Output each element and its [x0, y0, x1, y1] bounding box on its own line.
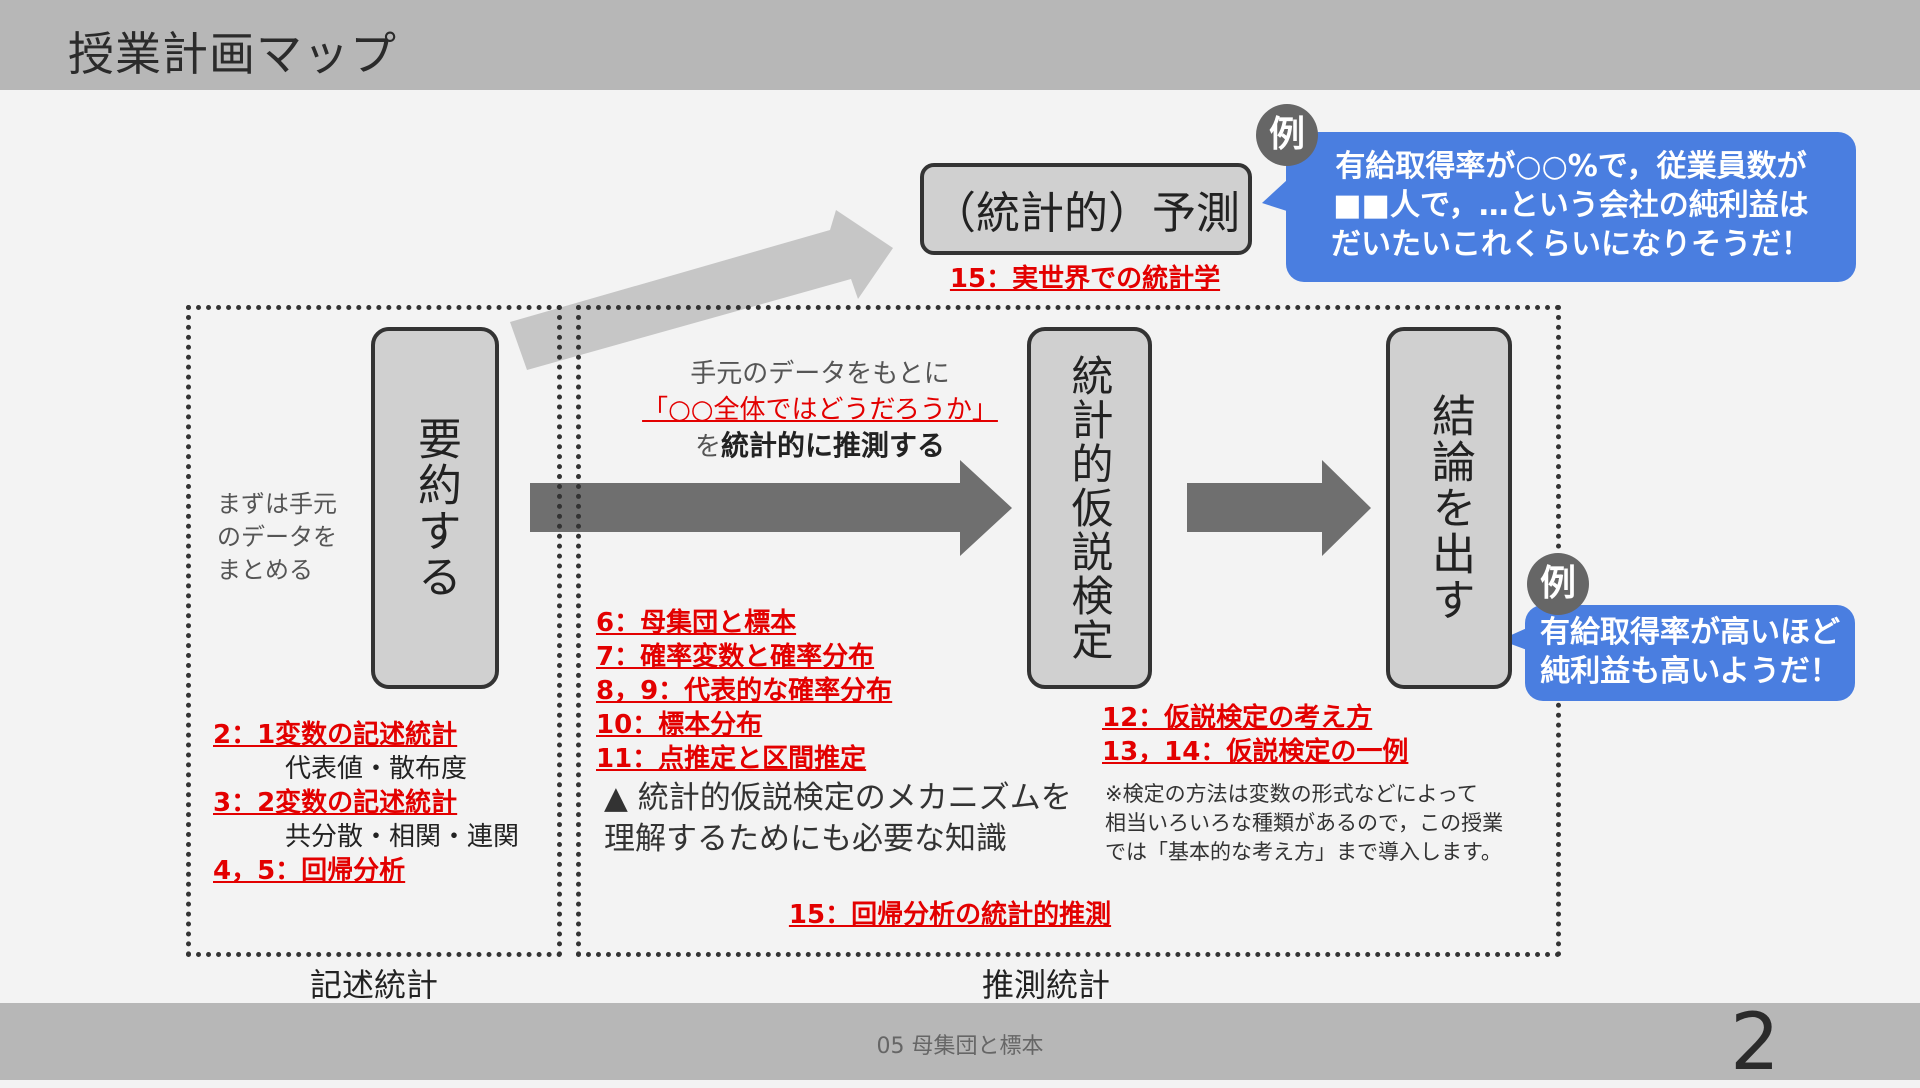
prediction-arrow [510, 210, 893, 370]
bubble-right-tail [1500, 628, 1527, 650]
summarize-note-line: まずは手元 [217, 490, 337, 518]
caption-bold: 統計的に推測する [721, 429, 946, 462]
mechanism-note: ▲ 統計的仮説検定のメカニズムを 理解するためにも必要な知識 [604, 778, 1094, 860]
mechanism-note-line: 理解するためにも必要な知識 [604, 821, 1007, 857]
bubble-top-line-2: ■■人で，…という会社の純利益は [1333, 188, 1809, 223]
inference-lessons: 6：母集団と標本 7：確率変数と確率分布 8，9：代表的な確率分布 10：標本分… [596, 606, 996, 776]
lesson-item: 6：母集団と標本 [596, 608, 797, 638]
regression-inference-lesson: 15：回帰分析の統計的推測 [788, 900, 1112, 930]
lesson-item: 12：仮説検定の考え方 [1102, 703, 1373, 733]
summarize-note-line: まとめる [217, 556, 313, 584]
prediction-box: （統計的）予測 [920, 163, 1252, 255]
inference-caption: 手元のデータをもとに 「○○全体ではどうだろうか」 を統計的に推測する [600, 356, 1040, 465]
page-number: 2 [1730, 998, 1780, 1088]
prediction-lesson: 15：実世界での統計学 [949, 264, 1221, 294]
hypothesis-test-label: 統計的仮説検定 [1065, 354, 1114, 662]
bubble-top-line-1: 有給取得率が○○%で，従業員数が [1335, 149, 1807, 184]
descriptive-section-label: 記述統計 [309, 966, 438, 1004]
caption-line-1: 手元のデータをもとに [690, 359, 950, 389]
bubble-top-tail [1262, 180, 1290, 212]
lesson-item: 3：2変数の記述統計 [213, 788, 458, 818]
bubble-top-line-3: だいたいこれくらいになりそうだ！ [1331, 227, 1811, 262]
example-bubble-right: 有給取得率が高いほど 純利益も高いようだ！ [1525, 605, 1855, 701]
conclusion-label: 結論を出す [1424, 393, 1475, 623]
page-title: 授業計画マップ [68, 27, 397, 81]
lesson-item: 8，9：代表的な確率分布 [596, 676, 893, 706]
lesson-item: 11：点推定と区間推定 [596, 744, 867, 774]
hypothesis-lessons: 12：仮説検定の考え方 13，14：仮説検定の一例 [1102, 701, 1462, 769]
lesson-item: 7：確率変数と確率分布 [596, 642, 875, 672]
hypothesis-test-box: 統計的仮説検定 [1027, 327, 1152, 689]
lesson-item: 4，5：回帰分析 [213, 856, 406, 886]
summarize-note: まずは手元 のデータを まとめる [217, 488, 337, 587]
conclusion-box: 結論を出す [1386, 327, 1512, 689]
caption-line-2: 「○○全体ではどうだろうか」 [642, 395, 998, 425]
title-bar [0, 0, 1920, 90]
example-badge-top: 例 [1256, 104, 1318, 166]
lesson-subitem: 共分散・相関・連関 [285, 822, 520, 852]
hypothesis-note-line: 相当いろいろな種類があるので，この授業 [1105, 811, 1504, 835]
lesson-item: 10：標本分布 [596, 710, 763, 740]
mechanism-note-line: ▲ 統計的仮説検定のメカニズムを [604, 780, 1072, 816]
main-arrow [530, 460, 1012, 556]
descriptive-region [186, 305, 562, 957]
caption-prefix: を [694, 432, 721, 462]
footer-text: 05 母集団と標本 [876, 1034, 1044, 1059]
bubble-right-line-1: 有給取得率が高いほど [1540, 615, 1840, 650]
summarize-label: 要約する [410, 416, 461, 600]
hypothesis-note-line: では「基本的な考え方」まで導入します。 [1105, 840, 1502, 864]
lesson-item: 13，14：仮説検定の一例 [1102, 737, 1409, 767]
hypothesis-note: ※検定の方法は変数の形式などによって 相当いろいろな種類があるので，この授業 で… [1105, 780, 1545, 867]
lesson-item: 2：1変数の記述統計 [213, 720, 458, 750]
inferential-section-label: 推測統計 [981, 966, 1110, 1004]
example-bubble-top: 有給取得率が○○%で，従業員数が ■■人で，…という会社の純利益は だいたいこれ… [1286, 132, 1856, 282]
summarize-note-line: のデータを [217, 523, 337, 551]
conclusion-arrow [1187, 460, 1371, 556]
bubble-right-line-2: 純利益も高いようだ！ [1540, 654, 1840, 689]
footer-bar [0, 1003, 1920, 1080]
lesson-subitem: 代表値・散布度 [285, 754, 468, 784]
hypothesis-note-line: ※検定の方法は変数の形式などによって [1105, 782, 1478, 806]
summarize-box: 要約する [371, 327, 499, 689]
example-badge-right: 例 [1527, 553, 1589, 615]
descriptive-lessons: 2：1変数の記述統計 代表値・散布度 3：2変数の記述統計 共分散・相関・連関 … [213, 718, 543, 888]
